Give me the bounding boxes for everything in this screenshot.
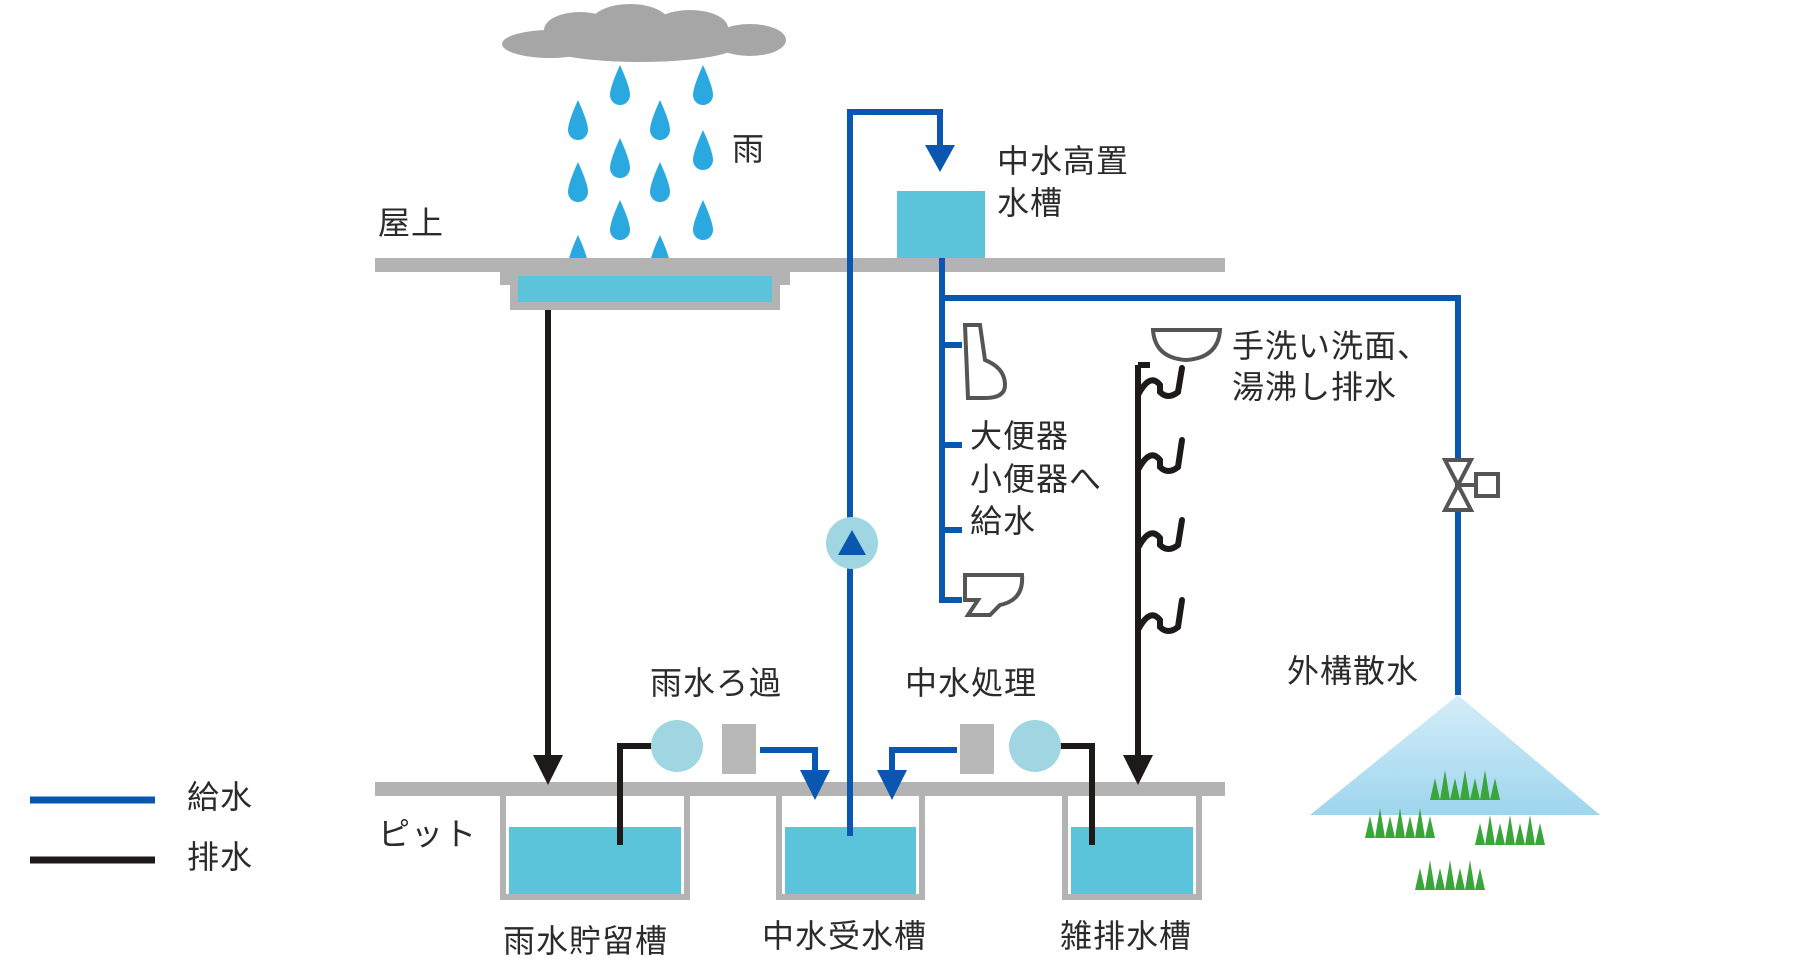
raindrop-icon	[693, 65, 713, 105]
raindrop-icon	[650, 100, 670, 140]
roof-tray-water	[518, 276, 772, 302]
elevated-tank-label-1: 中水高置	[997, 142, 1130, 180]
rain-storage-tank-label: 雨水貯留槽	[503, 922, 669, 960]
rain-storage-tank	[500, 796, 690, 900]
urinal-icon	[962, 323, 1008, 400]
exterior-watering-label: 外構散水	[1287, 652, 1420, 690]
grass-icon	[1430, 770, 1500, 800]
raindrop-icon	[610, 65, 630, 105]
elevated-tank	[897, 191, 985, 258]
raindrop-icon	[568, 162, 588, 202]
rain-label: 雨	[732, 130, 766, 168]
supply-arrows	[800, 145, 955, 800]
raindrop-icon	[610, 138, 630, 178]
pump-icon	[1009, 720, 1061, 772]
drainage-lines	[545, 310, 1150, 845]
misc-drainage-tank-label: 雑排水槽	[1060, 917, 1193, 955]
sprinkler-icon	[1310, 695, 1600, 815]
greywater-receiving-tank-label: 中水受水槽	[762, 917, 928, 955]
cloud-icon	[502, 4, 786, 62]
raindrop-icon	[693, 200, 713, 240]
raindrop-icon	[568, 100, 588, 140]
elevated-tank-label-2: 水槽	[997, 184, 1064, 222]
trap-icon	[1135, 365, 1185, 634]
legend-supply-label: 給水	[187, 778, 254, 816]
toilet-label-2: 小便器へ	[970, 460, 1103, 498]
pit-slab	[375, 782, 1225, 796]
rooftop-label: 屋上	[378, 204, 445, 242]
grass-icon	[1415, 860, 1485, 890]
rain-filtration-label: 雨水ろ過	[650, 664, 783, 702]
handwash-label-1: 手洗い洗面、	[1232, 327, 1431, 365]
grass-icon	[1475, 815, 1545, 845]
pit-label: ピット	[378, 815, 478, 853]
toilet-icon	[963, 573, 1025, 617]
washbasin-icon	[1150, 328, 1223, 363]
greywater-receiving-tank	[776, 796, 925, 900]
toilet-label-3: 給水	[970, 502, 1037, 540]
grass-icon	[1365, 808, 1435, 838]
raindrops	[568, 65, 713, 275]
greywater-treatment-label: 中水処理	[905, 664, 1038, 702]
rooftop-slab	[375, 258, 1225, 272]
pump-icon	[651, 720, 703, 772]
supply-lines	[760, 109, 1461, 836]
grass-icon	[1365, 770, 1545, 890]
filter-icon	[960, 724, 994, 774]
valve-icon	[1441, 458, 1500, 512]
pump-icon	[826, 517, 878, 569]
handwash-label-2: 湯沸し排水	[1232, 368, 1398, 406]
raindrop-icon	[693, 130, 713, 170]
legend-drainage-label: 排水	[187, 838, 254, 876]
raindrop-icon	[650, 162, 670, 202]
filter-icon	[722, 724, 756, 774]
raindrop-icon	[610, 200, 630, 240]
toilet-label-1: 大便器	[970, 417, 1070, 455]
misc-drainage-tank	[1062, 796, 1202, 900]
